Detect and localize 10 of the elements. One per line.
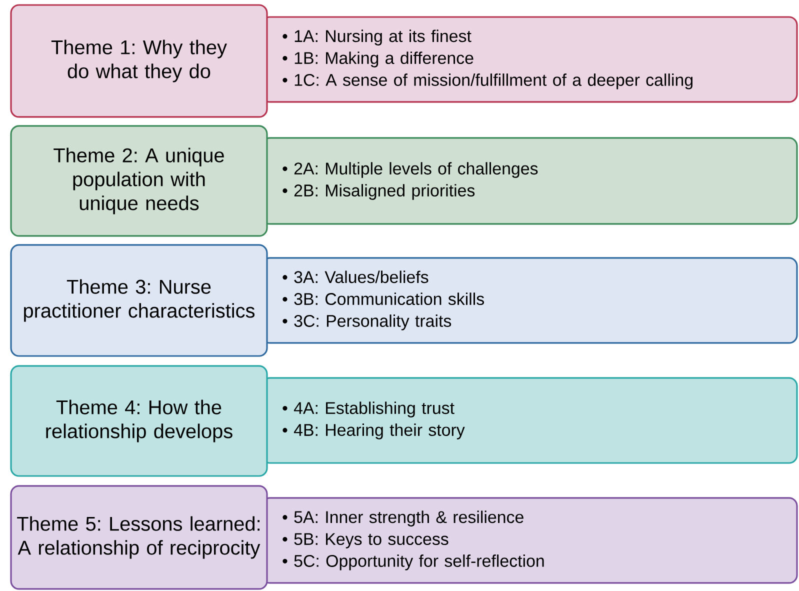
theme-box: Theme 1: Why they do what they do xyxy=(10,4,268,118)
subtheme-box: • 3A: Values/beliefs • 3B: Communication skills • 3C: Personality traits xyxy=(261,257,798,344)
subtheme-box: • 1A: Nursing at its finest • 1B: Making a difference • 1C: A sense of mission/fulfillment of a deeper calling xyxy=(261,16,798,103)
theme-box: Theme 2: A unique population with unique needs xyxy=(10,125,268,237)
theme-box: Theme 5: Lessons learned: A relationship of reciprocity xyxy=(10,485,268,590)
subtheme-box: • 4A: Establishing trust • 4B: Hearing their story xyxy=(261,377,798,464)
theme-box: Theme 4: How the relationship develops xyxy=(10,365,268,477)
subtheme-box: • 5A: Inner strength & resilience • 5B: Keys to success • 5C: Opportunity for self-reflection xyxy=(261,497,798,584)
theme-box: Theme 3: Nurse practitioner characteristics xyxy=(10,244,268,357)
subtheme-box: • 2A: Multiple levels of challenges • 2B: Misaligned priorities xyxy=(261,137,798,225)
